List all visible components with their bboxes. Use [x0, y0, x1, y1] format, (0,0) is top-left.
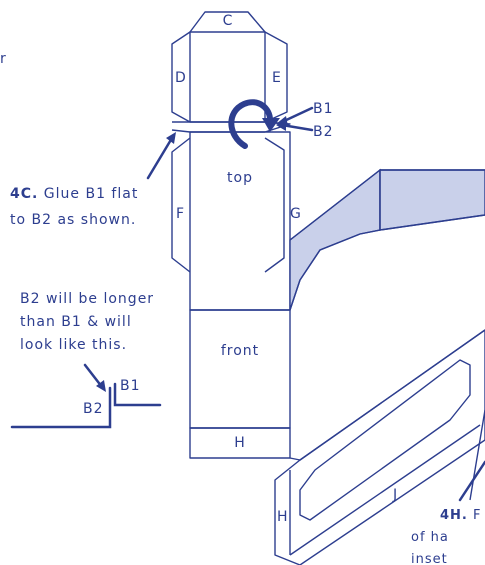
flap-d-outline: [171, 31, 191, 123]
flap-d-label: D: [175, 70, 187, 86]
flap-h-side-label: H: [277, 509, 289, 525]
box-right-fold: [469, 409, 485, 501]
callout-4c-line: [146, 136, 174, 180]
callout-b2-arrowhead: [276, 120, 286, 131]
flap-g-outline: [264, 137, 285, 273]
note-line3: look like this.: [20, 337, 127, 353]
detail-b2-label: B2: [83, 401, 104, 417]
panel-top-label: top: [227, 170, 253, 186]
bottom-flap-h: [189, 427, 291, 459]
flap-j-label: J: [392, 487, 398, 503]
detail-b1-label: B1: [120, 378, 141, 394]
callout-note-arrow: [83, 363, 104, 389]
flap-c-label: C: [223, 13, 234, 29]
box-front-bottom: [289, 329, 485, 461]
callout-note-arrowhead: [96, 380, 106, 392]
step-4h-line2: of ha: [411, 530, 449, 545]
flap-f-label: F: [176, 206, 185, 222]
step-4h-line3: inset: [411, 552, 448, 565]
box-side-wall: [289, 214, 485, 311]
detail-b2-line: [10, 386, 112, 429]
flap-b2-label: B2: [313, 124, 334, 140]
step-4c-line2: to B2 as shown.: [10, 212, 136, 228]
box-window-outline: [299, 359, 471, 521]
panel-front-label: front: [221, 343, 259, 359]
box-inner-shade-left: [289, 168, 381, 311]
assembled-box: [274, 168, 485, 565]
flap-c-outline: [189, 11, 266, 33]
box-base-outline: [274, 329, 485, 565]
box-inner-shade-right: [379, 169, 485, 231]
note-line1: B2 will be longer: [20, 291, 154, 307]
curved-arrow-icon: [228, 99, 280, 149]
box-base-crease: [289, 424, 481, 556]
lid-panel: [189, 31, 266, 123]
flap-h-bottom-label: H: [234, 435, 246, 451]
flap-b1-label: B1: [313, 101, 334, 117]
flap-e-label: E: [272, 70, 282, 86]
callout-4h-line: [458, 460, 485, 502]
flap-f-outline: [171, 137, 191, 273]
step-4h-line1: 4H. F: [440, 508, 482, 523]
flap-e-outline: [264, 31, 288, 123]
top-panel-outline: [189, 131, 291, 311]
callout-b1-arrow: [280, 106, 314, 124]
callout-b2-arrow: [280, 123, 314, 132]
detail-b1-line: [113, 382, 162, 407]
step-4c-line1: 4C. Glue B1 flat: [10, 186, 138, 202]
callout-4c-arrowhead: [166, 132, 176, 144]
top-left-fragment: r: [0, 51, 7, 67]
front-panel-outline: [189, 309, 291, 429]
flap-g-label: G: [290, 206, 302, 222]
note-line2: than B1 & will: [20, 314, 132, 330]
